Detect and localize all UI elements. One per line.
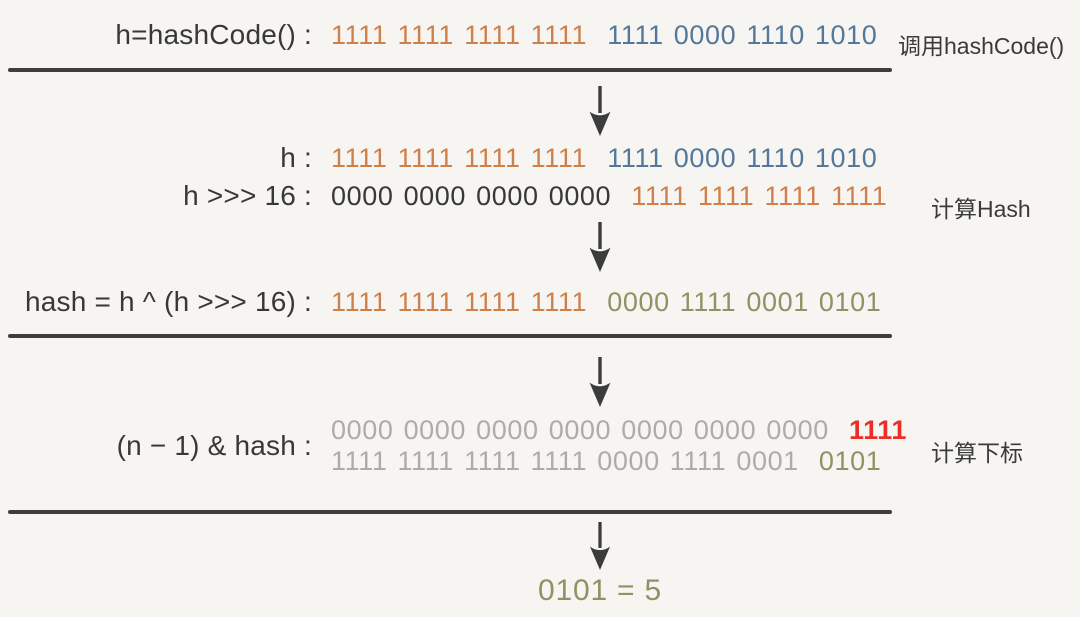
row-hash: hash = h ^ (h >>> 16) : 1111 1111 1111 1…	[0, 284, 881, 320]
hash-low-bits: 0000 1111 0001 0101	[607, 286, 882, 317]
hashcode-high-bits: 1111 1111 1111 1111	[331, 19, 588, 50]
n-minus-1-zero-bits: 0000 0000 0000 0000 0000 0000 0000	[331, 415, 829, 445]
hash-high-bits: 1111 1111 1111 1111	[331, 286, 588, 317]
hash-upper-bits: 1111 1111 1111 1111 0000 1111 0001	[331, 446, 799, 476]
row-index: (n − 1) & hash : 0000 0000 0000 0000 000…	[0, 415, 907, 477]
index-operand-hash: 1111 1111 1111 1111 0000 1111 0001 0101	[331, 446, 907, 477]
stage-label-call-hashcode: 调用hashCode()	[898, 33, 1065, 59]
row-h: h : 1111 1111 1111 1111 1111 0000 1110 1…	[0, 140, 877, 176]
row-h-shift-label: h >>> 16 :	[183, 180, 312, 211]
index-operand-n-minus-1: 0000 0000 0000 0000 0000 0000 0000 1111	[331, 415, 907, 446]
h-shift-high-bits: 0000 0000 0000 0000	[331, 180, 612, 211]
n-minus-1-mask-bits: 1111	[848, 415, 907, 445]
separator-middle	[8, 334, 892, 338]
row-hash-label: hash = h ^ (h >>> 16) :	[24, 286, 312, 317]
down-arrow-icon	[587, 222, 613, 272]
down-arrow-icon	[587, 86, 613, 136]
row-hashcode-binary: 1111 1111 1111 1111 1111 0000 1110 1010	[331, 20, 877, 51]
row-index-binary: 0000 0000 0000 0000 0000 0000 0000 1111 …	[331, 415, 907, 477]
down-arrow-icon	[587, 522, 613, 570]
separator-bottom	[8, 510, 892, 514]
row-hashcode-label: h=hashCode() :	[115, 19, 312, 50]
h-shift-low-bits: 1111 1111 1111 1111	[631, 180, 888, 211]
row-hash-binary: 1111 1111 1111 1111 0000 1111 0001 0101	[331, 287, 881, 318]
stage-label-compute-hash: 计算Hash	[931, 196, 1031, 222]
row-index-label: (n − 1) & hash :	[116, 430, 312, 461]
down-arrow-icon	[587, 357, 613, 407]
row-h-binary: 1111 1111 1111 1111 1111 0000 1110 1010	[331, 143, 877, 174]
result-value: 0101 = 5	[537, 574, 662, 607]
row-h-shift-binary: 0000 0000 0000 0000 1111 1111 1111 1111	[331, 181, 887, 212]
hashcode-low-bits: 1111 0000 1110 1010	[607, 19, 878, 50]
row-h-label: h :	[280, 142, 312, 173]
row-hashcode: h=hashCode() : 1111 1111 1111 1111 1111 …	[0, 17, 877, 53]
row-h-shift: h >>> 16 : 0000 0000 0000 0000 1111 1111…	[0, 178, 887, 214]
hash-result-bits: 0101	[818, 446, 882, 476]
h-low-bits: 1111 0000 1110 1010	[607, 142, 878, 173]
stage-label-compute-index: 计算下标	[931, 440, 1023, 466]
h-high-bits: 1111 1111 1111 1111	[331, 142, 588, 173]
separator-top	[8, 68, 892, 72]
